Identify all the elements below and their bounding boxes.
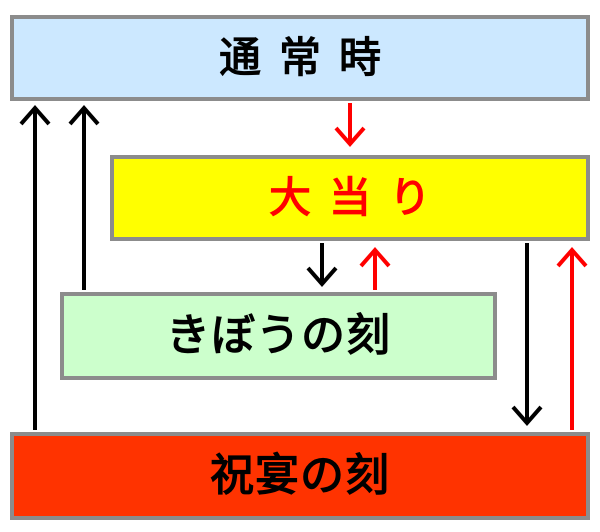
arrow-normal-to-jackpot (334, 103, 366, 148)
state-label-jackpot: 大当り (268, 173, 449, 222)
state-box-normal: 通常時 (10, 15, 590, 101)
state-label-celebration: 祝宴の刻 (210, 450, 390, 501)
state-label-hope: きぼうの刻 (166, 310, 391, 361)
state-box-celebration: 祝宴の刻 (10, 432, 590, 520)
arrow-jackpot-to-hope (306, 243, 338, 288)
state-box-jackpot: 大当り (110, 155, 590, 241)
arrow-jackpot-to-celebration (511, 243, 543, 427)
arrow-celebration-to-jackpot (556, 246, 588, 430)
state-label-normal: 通常時 (218, 33, 399, 82)
arrow-celebration-to-normal (19, 104, 51, 430)
state-box-hope: きぼうの刻 (60, 292, 497, 380)
arrow-hope-to-normal (68, 104, 100, 290)
arrow-hope-to-jackpot (359, 246, 391, 290)
